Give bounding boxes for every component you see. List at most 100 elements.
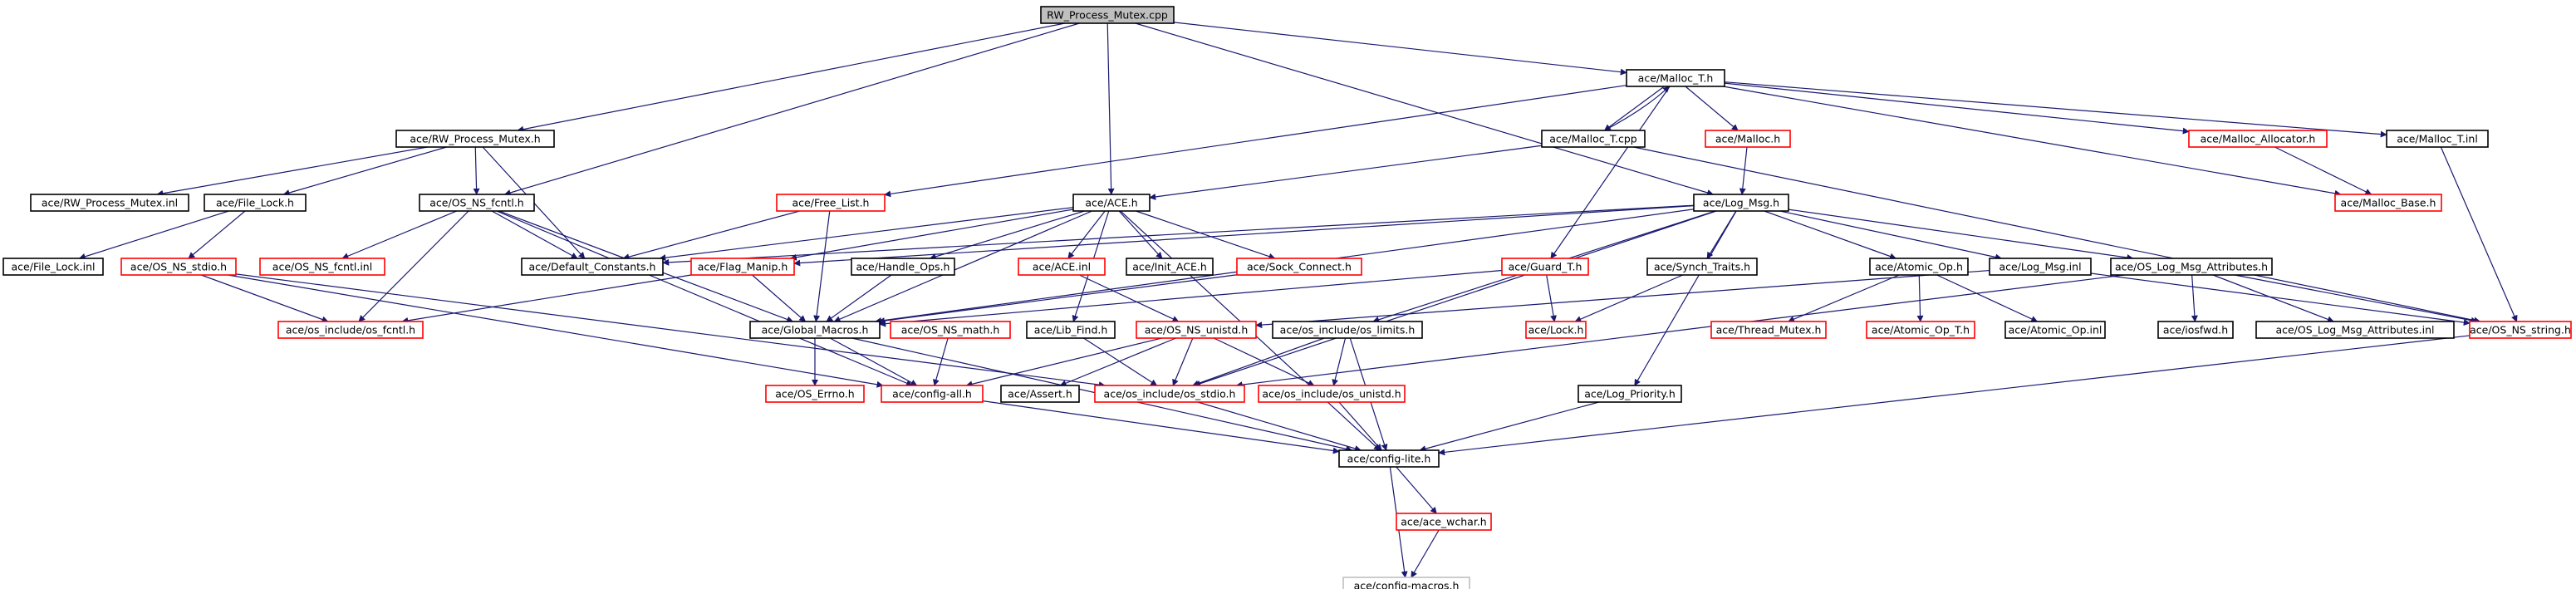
node-label: ace/config-macros.h [1354,580,1460,589]
node-ace-rw-process-mutex-inl[interactable]: ace/RW_Process_Mutex.inl [30,194,189,212]
node-ace-default-constants-h[interactable]: ace/Default_Constants.h [521,258,664,276]
node-label: ace/OS_Log_Msg_Attributes.h [2115,261,2268,273]
node-box [2469,321,2572,339]
node-box [749,321,881,339]
edge-n1-to-n23 [1550,86,1671,259]
node-ace-config-lite-h[interactable]: ace/config-lite.h [1338,449,1440,468]
edge-line [1603,86,1665,131]
node-ace-os-include-os-stdio-h[interactable]: ace/os_include/os_stdio.h [1094,385,1245,403]
node-ace-os-ns-unistd-h[interactable]: ace/OS_NS_unistd.h [1136,321,1257,339]
node-ace-os-log-msg-attributes-h[interactable]: ace/OS_Log_Msg_Attributes.h [2110,258,2273,276]
node-ace-os-ns-fcntl-inl[interactable]: ace/OS_NS_fcntl.inl [259,258,385,276]
edge-line [1194,210,1717,387]
node-ace-os-ns-math-h[interactable]: ace/OS_NS_math.h [890,321,1011,339]
node-ace-log-priority-h[interactable]: ace/Log_Priority.h [1577,385,1682,403]
node-ace-ace-h[interactable]: ace/ACE.h [1072,194,1151,212]
node-label: ace/Atomic_Op.inl [2009,324,2103,336]
node-ace-sock-connect-h[interactable]: ace/Sock_Connect.h [1236,258,1362,276]
node-box [1626,69,1725,87]
edge-n11-to-n20 [1067,210,1106,259]
edge-n0-to-n11 [1106,22,1115,195]
node-ace-global-macros-h[interactable]: ace/Global_Macros.h [749,321,881,339]
node-ace-atomic-op-t-h[interactable]: ace/Atomic_Op_T.h [1866,321,1975,339]
node-ace-os-include-os-limits-h[interactable]: ace/os_include/os_limits.h [1272,321,1423,339]
node-label: ace/Synch_Traits.h [1654,261,1750,273]
node-ace-atomic-op-h[interactable]: ace/Atomic_Op.h [1869,258,1969,276]
edge-line [1574,274,1684,322]
node-ace-rw-process-mutex-h[interactable]: ace/RW_Process_Mutex.h [395,130,555,148]
node-ace-os-ns-fcntl-h[interactable]: ace/OS_NS_fcntl.h [419,194,535,212]
edge-n27-to-n38 [2191,274,2198,322]
edge-n31-to-n44 [1083,337,1158,386]
edge-n12-to-n46 [1634,210,1737,386]
node-ace-malloc-t-h[interactable]: ace/Malloc_T.h [1626,69,1725,87]
node-label: ace/Log_Priority.h [1584,388,1676,400]
edge-n40-to-n47 [1438,335,2471,456]
edge-line [1135,22,1715,196]
node-ace-synch-traits-h[interactable]: ace/Synch_Traits.h [1646,258,1758,276]
edge-line [1723,86,2342,197]
node-ace-ace-inl[interactable]: ace/ACE.inl [1018,258,1106,276]
edge-line [884,85,1627,198]
edge-n11-to-n17 [659,207,1074,262]
node-box [1541,130,1646,148]
node-label: ace/Default_Constants.h [529,261,656,273]
edge-n46-to-n47 [1419,401,1599,452]
node-box [1646,258,1758,276]
node-ace-malloc-allocator-h[interactable]: ace/Malloc_Allocator.h [2188,130,2328,148]
node-box [2386,130,2489,148]
node-ace-lock-h[interactable]: ace/Lock.h [1525,321,1587,339]
node-ace-malloc-h[interactable]: ace/Malloc.h [1705,130,1791,148]
node-ace-guard-t-h[interactable]: ace/Guard_T.h [1501,258,1589,276]
node-ace-handle-ops-h[interactable]: ace/Handle_Ops.h [851,258,955,276]
node-ace-config-all-h[interactable]: ace/config-all.h [881,385,984,403]
node-ace-log-msg-inl[interactable]: ace/Log_Msg.inl [1989,258,2092,276]
edge-line [401,274,692,324]
node-ace-log-msg-h[interactable]: ace/Log_Msg.h [1693,194,1789,212]
node-label: ace/config-all.h [892,388,972,400]
edge-n10-to-n17 [622,210,800,260]
edge-line [358,210,469,322]
node-label: ace/RW_Process_Mutex.h [410,133,540,145]
edge-line [1106,22,1115,195]
node-label: ace/Free_List.h [792,197,870,209]
node-ace-ace-wchar-h[interactable]: ace/ace_wchar.h [1396,513,1492,531]
node-ace-os-include-os-fcntl-h[interactable]: ace/os_include/os_fcntl.h [277,321,424,339]
node-box [1869,258,1969,276]
edge-line [188,210,246,259]
edge-line [789,209,1074,261]
node-ace-malloc-t-cpp[interactable]: ace/Malloc_T.cpp [1541,130,1646,148]
node-ace-os-include-os-unistd-h[interactable]: ace/os_include/os_unistd.h [1258,385,1406,403]
edge-n9-to-n16 [341,210,458,259]
node-ace-os-errno-h[interactable]: ace/OS_Errno.h [765,385,865,403]
node-ace-atomic-op-inl[interactable]: ace/Atomic_Op.inl [2004,321,2106,339]
node-ace-thread-mutex-h[interactable]: ace/Thread_Mutex.h [1710,321,1827,339]
edge-line [2212,274,2334,323]
node-box [1338,449,1440,468]
node-ace-flag-manip-h[interactable]: ace/Flag_Manip.h [690,258,795,276]
node-rw-process-mutex-cpp[interactable]: RW_Process_Mutex.cpp [1040,6,1175,24]
edge-n42-to-n47 [982,400,1340,454]
node-ace-init-ace-h[interactable]: ace/Init_ACE.h [1126,258,1214,276]
node-ace-malloc-t-inl[interactable]: ace/Malloc_T.inl [2386,130,2489,148]
node-ace-config-macros-h[interactable]: ace/config-macros.h [1342,577,1470,589]
edge-line [1546,274,1558,322]
edge-n2-to-n7 [156,146,428,197]
node-ace-file-lock-h[interactable]: ace/File_Lock.h [204,194,307,212]
edge-n1-to-n5 [1724,82,2190,135]
node-box [1094,385,1245,403]
node-ace-assert-h[interactable]: ace/Assert.h [1000,385,1080,403]
edge-n0-to-n1 [1173,22,1627,76]
node-ace-iosfwd-h[interactable]: ace/iosfwd.h [2157,321,2234,339]
edge-n12-to-n26 [1779,210,2003,261]
node-ace-malloc-base-h[interactable]: ace/Malloc_Base.h [2334,194,2442,212]
node-ace-lib-find-h[interactable]: ace/Lib_Find.h [1026,321,1116,339]
node-ace-os-ns-stdio-h[interactable]: ace/OS_NS_stdio.h [120,258,237,276]
node-ace-os-ns-string-h[interactable]: ace/OS_NS_string.h [2469,321,2572,339]
node-ace-free-list-h[interactable]: ace/Free_List.h [776,194,886,212]
node-ace-os-log-msg-attributes-inl[interactable]: ace/OS_Log_Msg_Attributes.inl [2255,321,2455,339]
node-ace-file-lock-inl[interactable]: ace/File_Lock.inl [2,258,104,276]
edge-line [1172,337,1194,386]
edge-n12-to-n18 [793,205,1695,267]
edge-n44-to-n47 [1197,401,1362,452]
